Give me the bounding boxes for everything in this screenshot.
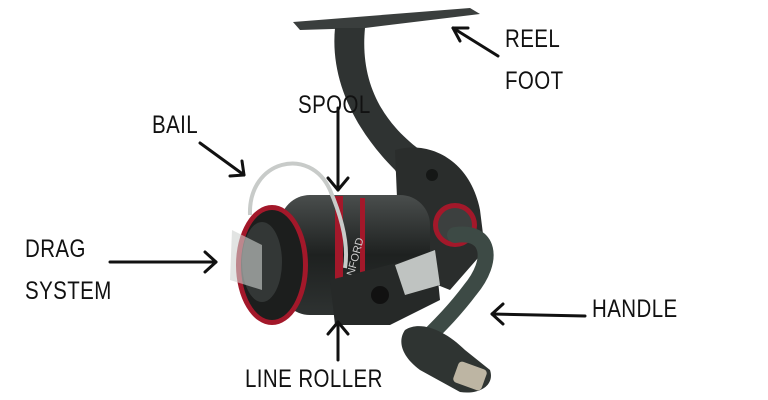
label-bail: BAIL — [152, 111, 199, 139]
handle-arm — [401, 226, 494, 393]
label-spool: SPOOL — [298, 91, 371, 119]
arrow-spool — [326, 106, 350, 192]
arrow-handle — [490, 302, 587, 326]
arrow-bail — [198, 141, 246, 178]
arrow-drag — [108, 250, 218, 274]
arrow-reel-foot — [451, 26, 500, 58]
label-reel-foot-line1: REEL — [505, 25, 561, 53]
label-handle: HANDLE — [592, 295, 678, 323]
arrow-line-roller — [326, 320, 350, 362]
label-reel-foot-line2: FOOT — [505, 67, 564, 95]
label-line-roller: LINE ROLLER — [245, 365, 383, 393]
label-drag-line2: SYSTEM — [25, 277, 112, 305]
label-drag-line1: DRAG — [25, 235, 86, 263]
drag-front — [230, 205, 308, 325]
bail-wire — [247, 161, 349, 269]
